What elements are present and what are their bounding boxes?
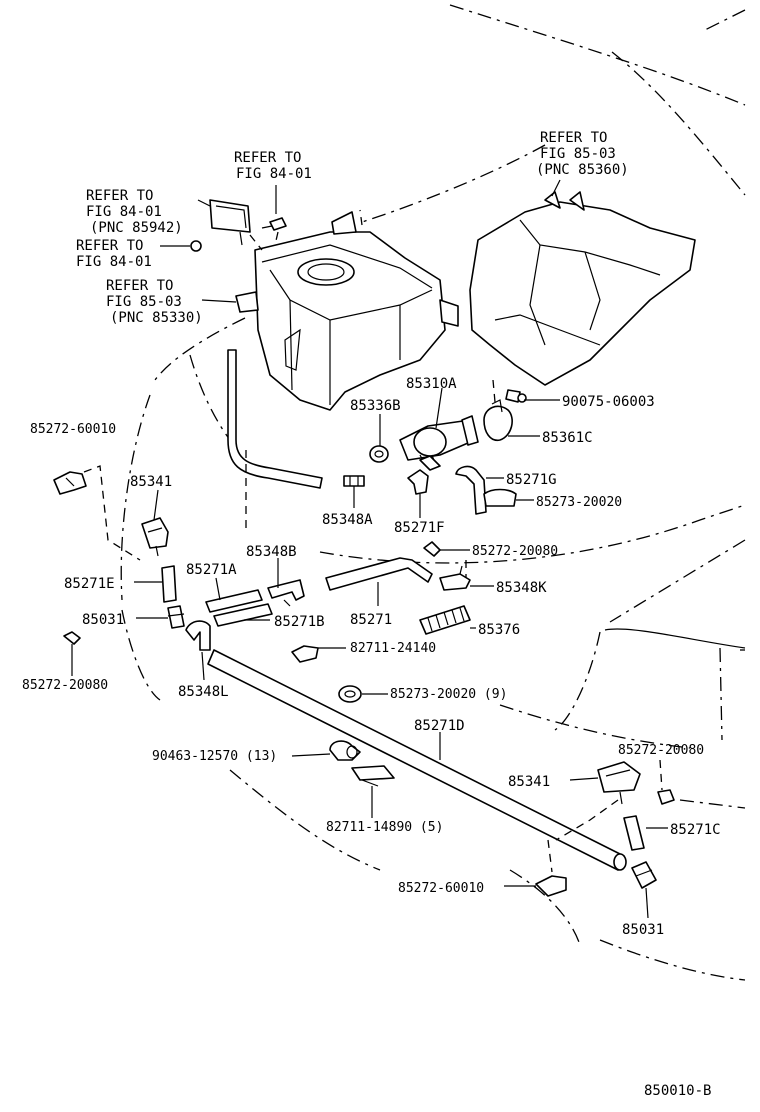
clamp-82711-14890 [351,765,395,787]
label-85272-20080-mid: 85272-20080 [472,544,558,559]
label-85336B: 85336B [350,398,401,414]
label-85348K: 85348K [496,580,547,596]
label-85272-20080-right: 85272-20080 [618,743,704,758]
label-85271: 85271 [350,612,392,628]
label-refer-85-03-b: REFER TO [540,130,607,146]
nut-84-01 [190,240,202,252]
tank-cap-leader [359,209,363,226]
label-85348B: 85348B [246,544,297,560]
pump-clamp [483,399,513,442]
label-85361C: 85361C [542,430,593,446]
joint-85348K [439,565,471,591]
clamp-leader [492,379,496,403]
check-valve-85031-right [631,861,657,889]
nozzle-right-leader [555,799,619,841]
bottom-clip-leader [547,839,553,873]
label-85271G: 85271G [506,472,557,488]
label-refer-84-01-b: REFER TO [76,238,143,254]
label-85376: 85376 [478,622,520,638]
hose-85271E [161,565,177,603]
label-refer-85-03-a: REFER TO [106,278,173,294]
label-refer-85-03-b-fig: FIG 85-03 [540,146,616,162]
hose-85271A [205,589,263,613]
hose-85271G [455,465,487,515]
label-refer-84-01-a: REFER TO [234,150,301,166]
hose-85271D [207,649,627,871]
joint-85348B [267,579,305,607]
clip-right-leader [659,759,663,791]
hose-85271B [213,603,273,627]
bolt-leader [274,231,279,246]
label-85271B: 85271B [274,614,325,630]
pump-outlet [419,455,441,471]
label-refer-85-03-a-fig: FIG 85-03 [106,294,182,310]
clip-85272-20080-left [63,631,81,645]
hose-85271G-run [227,349,323,489]
grommet-85273-9 [338,685,362,703]
diagram-code: 850010-B [644,1083,711,1099]
label-85271A: 85271A [186,562,237,578]
washer-tank [235,211,459,411]
leader-lines [71,179,668,919]
joint-85348A [343,475,365,487]
hose-85271 [325,557,433,591]
label-refer-84-01-pnc-fig: FIG 84-01 [86,204,162,220]
label-85341-right: 85341 [508,774,550,790]
label-85272-60010-top: 85272-60010 [30,422,116,437]
hose-protector-85376 [419,605,471,635]
grommet-85273 [483,488,517,507]
clip-85272-60010-bottom [535,875,567,897]
vehicle-body-outline [120,4,746,981]
washer-pump [399,415,479,467]
label-refer-85-03-a-code: (PNC 85330) [110,310,203,326]
clip-90463 [329,740,361,761]
label-85031-right: 85031 [622,922,664,938]
clip-85272-60010-left [53,471,87,495]
label-90463-12570: 90463-12570 (13) [152,749,277,764]
label-85273-20020-9: 85273-20020 (9) [390,687,507,702]
label-82711-24140: 82711-24140 [350,641,436,656]
label-85271D: 85271D [414,718,465,734]
label-85310A: 85310A [406,376,457,392]
relay-module [209,199,251,246]
label-85272-20080-left: 85272-20080 [22,678,108,693]
bolt-84-01 [261,217,287,231]
label-refer-84-01-a-fig: FIG 84-01 [236,166,312,182]
nozzle-85341-right [597,761,641,805]
nozzle-85341-left [141,517,169,557]
clamp-82711-24140 [291,645,319,663]
label-refer-84-01-pnc-code: (PNC 85942) [90,220,183,236]
label-85271C: 85271C [670,822,721,838]
check-valve-85031-left [167,605,185,629]
label-85348A: 85348A [322,512,373,528]
clip-85272-20080-right [657,789,675,805]
clip-85272-20080-mid [423,541,441,557]
module-leader [249,234,263,251]
label-82711-14890: 82711-14890 (5) [326,820,443,835]
labels: REFER TO FIG 84-01 REFER TO FIG 84-01 (P… [22,130,721,1099]
joint-85348L [185,620,211,651]
washer-reservoir-cover [469,191,696,386]
label-85271F: 85271F [394,520,445,536]
label-85271E: 85271E [64,576,115,592]
pump-grommet [369,445,389,463]
label-refer-84-01-b-fig: FIG 84-01 [76,254,152,270]
hose-85271C [623,815,645,851]
label-85031-left: 85031 [82,612,124,628]
bolt-90075 [505,389,527,403]
label-refer-85-03-b-code: (PNC 85360) [536,162,629,178]
label-85272-60010-bottom: 85272-60010 [398,881,484,896]
label-90075-06003: 90075-06003 [562,394,655,410]
label-85273-20020: 85273-20020 [536,495,622,510]
hose-85271F [407,469,429,495]
label-refer-84-01-pnc: REFER TO [86,188,153,204]
label-85341-left: 85341 [130,474,172,490]
label-85348L: 85348L [178,684,229,700]
